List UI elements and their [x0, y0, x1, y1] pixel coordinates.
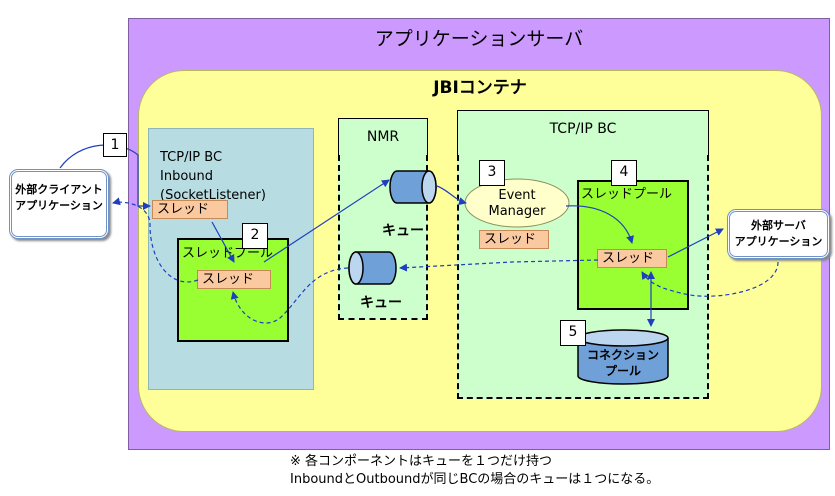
- nmr-queue-1-label: キュー: [382, 223, 424, 239]
- step-number-1: 1: [103, 133, 127, 157]
- note-line-2: InboundとOutboundが同じBCの場合のキューは１つになる。: [290, 472, 660, 487]
- step-number-5: 5: [560, 320, 586, 346]
- nmr-queue-2-cylinder: [348, 251, 397, 285]
- nmr-queue-1-cylinder: [389, 170, 437, 204]
- inbound-thread-pool-label: スレッドプール: [182, 246, 274, 261]
- external-server-application: 外部サーバ アプリケーション: [727, 209, 830, 259]
- nmr-queue-2-label: キュー: [360, 295, 402, 311]
- step-number-4: 4: [611, 160, 637, 186]
- application-server-title: アプリケーションサーバ: [374, 28, 584, 50]
- outbound-bc-title: TCP/IP BC: [549, 121, 617, 137]
- nmr-header: [338, 118, 428, 156]
- event-manager-label: Event Manager: [488, 188, 546, 219]
- inbound-listener-thread: スレッド: [152, 200, 228, 219]
- event-manager-thread: スレッド: [479, 230, 549, 249]
- outbound-thread-pool-label: スレッドプール: [581, 187, 673, 202]
- inbound-pool-thread: スレッド: [197, 270, 271, 289]
- connection-pool-cylinder: [577, 329, 669, 385]
- outbound-pool-thread: スレッド: [597, 249, 667, 268]
- step-number-3: 3: [479, 160, 505, 186]
- step-number-2: 2: [242, 223, 268, 249]
- nmr-title: NMR: [366, 129, 400, 145]
- connection-pool-label: コネクション プール: [586, 348, 659, 378]
- external-client-application: 外部クライアント アプリケーション: [9, 169, 109, 239]
- jbi-container-title: JBIコンテナ: [433, 78, 527, 98]
- inbound-bc-label: TCP/IP BC Inbound (SocketListener): [160, 150, 266, 203]
- note-line-1: ※ 各コンポーネントはキューを１つだけ持つ: [290, 454, 553, 469]
